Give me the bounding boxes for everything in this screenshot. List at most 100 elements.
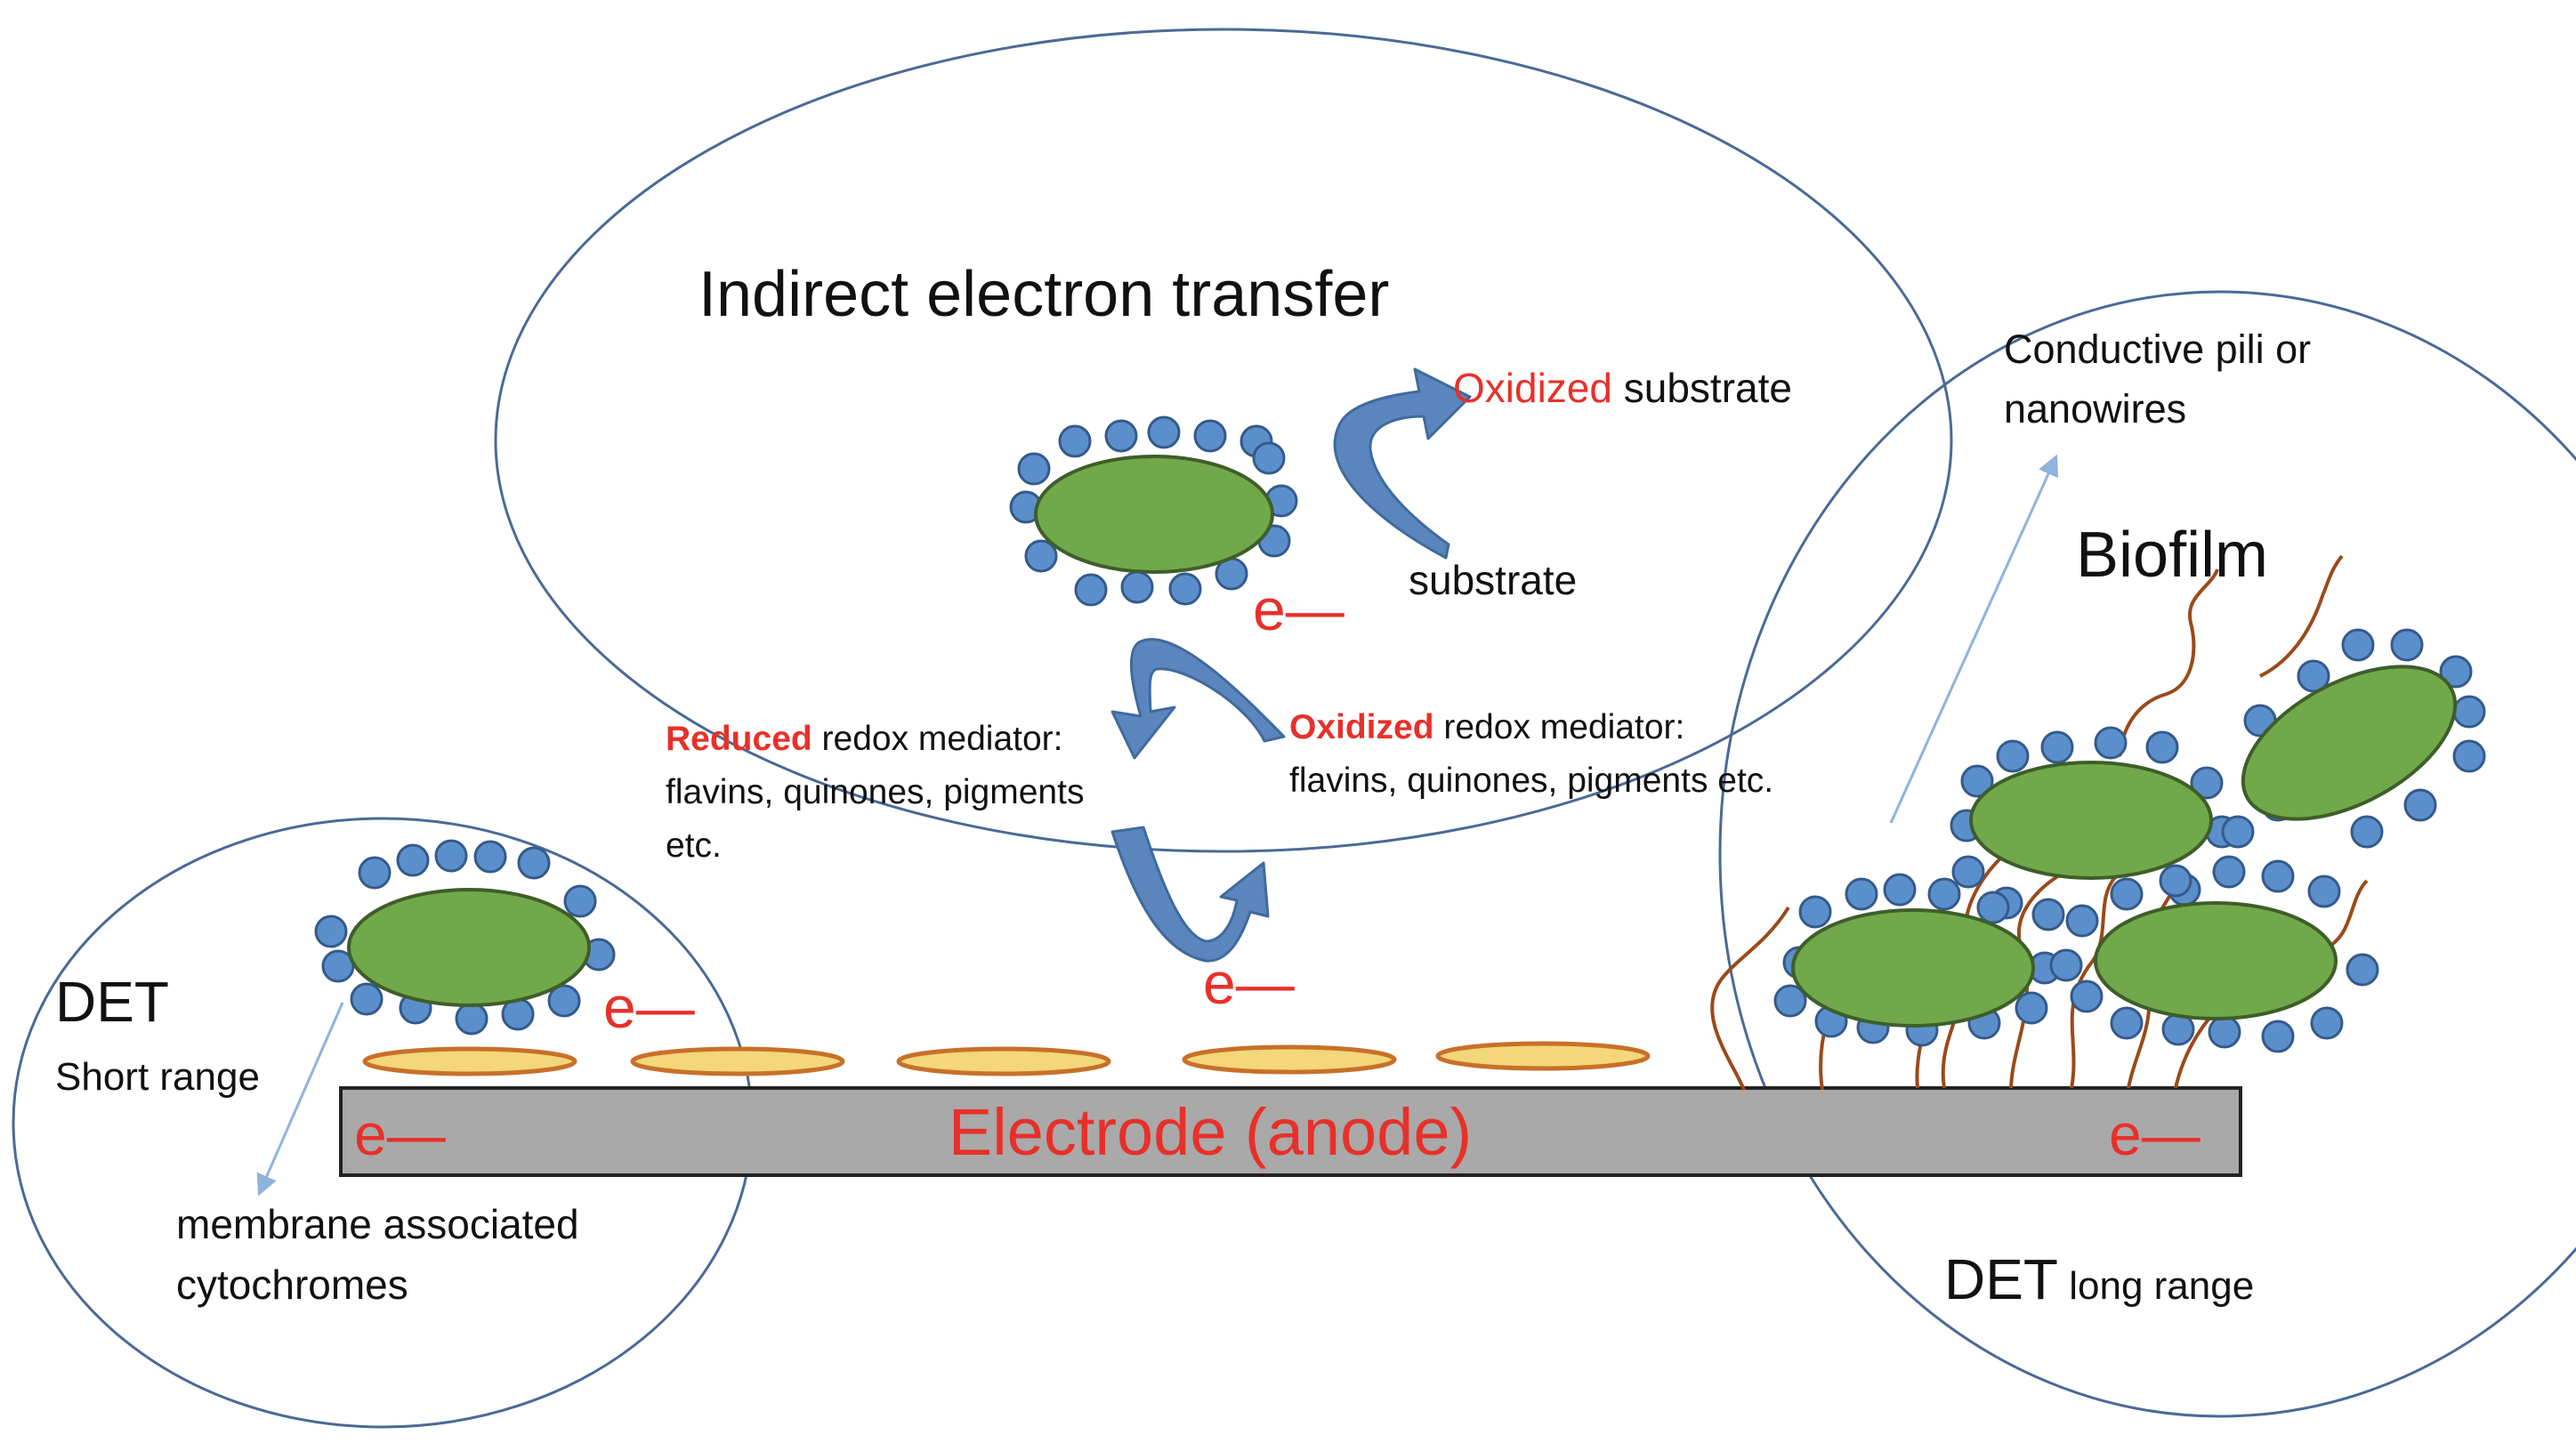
cytochrome-sphere xyxy=(2065,904,2099,938)
pilus xyxy=(2070,875,2118,1089)
membrane-label-line2: cytochromes xyxy=(176,1262,408,1308)
substrate-label: substrate xyxy=(1409,557,1577,603)
reduced-mediator-arrow xyxy=(1110,638,1286,760)
cytochrome-sphere xyxy=(1951,855,1985,889)
bacterium-body xyxy=(1034,455,1274,574)
indirect-transfer-region xyxy=(494,28,1953,853)
cytochrome-sphere xyxy=(1798,895,1832,929)
membrane-label-line1: membrane associated xyxy=(176,1201,579,1247)
cytochrome-sphere xyxy=(2390,628,2424,662)
oxidized-mediator-label: Oxidized redox mediator: xyxy=(1289,708,1684,746)
reduced-mediator-label: Reduced redox mediator: xyxy=(666,720,1063,758)
biofilm-bacterium-upper-right xyxy=(2221,628,2486,849)
cytochrome-sphere xyxy=(2049,948,2083,982)
indirect-transfer-title: Indirect electron transfer xyxy=(699,259,1389,330)
cytochrome-sphere xyxy=(563,884,597,918)
film-patch xyxy=(630,1046,845,1076)
cytochrome-sphere xyxy=(358,856,392,890)
cytochrome-sphere xyxy=(1976,891,2010,924)
electron-label-short-range-cell: e— xyxy=(603,974,695,1040)
cytochrome-sphere xyxy=(1024,539,1058,573)
cytochrome-sphere xyxy=(2212,855,2246,889)
cytochrome-sphere xyxy=(1147,415,1181,449)
oxidized-substrate-label: Oxidized substrate xyxy=(1453,365,1792,411)
oxidized-word: Oxidized xyxy=(1453,365,1612,411)
cytochrome-sphere xyxy=(434,839,468,873)
det-long-range-label: DET long range xyxy=(1944,1247,2254,1311)
biofilm-label: Biofilm xyxy=(2076,520,2268,591)
cytochrome-sphere xyxy=(2297,659,2330,693)
process-arrows xyxy=(1110,367,1472,963)
film-patch xyxy=(362,1046,577,1076)
cytochrome-sphere xyxy=(2040,730,2074,764)
cytochrome-sphere xyxy=(2261,1020,2295,1053)
pilus xyxy=(1710,906,1790,1091)
cytochrome-sphere xyxy=(2310,1006,2344,1040)
cytochrome-sphere xyxy=(1104,419,1138,453)
cytochrome-sphere xyxy=(2350,815,2384,849)
short-range-label: Short range xyxy=(55,1055,260,1099)
reduced-rest: redox mediator: xyxy=(812,720,1063,758)
cytochrome-sphere xyxy=(1252,441,1286,475)
cytochrome-sphere xyxy=(2439,655,2473,689)
cytochrome-sphere xyxy=(1845,877,1878,911)
electrode-label: Electrode (anode) xyxy=(949,1095,1472,1169)
electron-label-mediator-loop: e— xyxy=(1203,950,1295,1016)
long-range-suffix: long range xyxy=(2058,1264,2254,1308)
film-patch xyxy=(896,1046,1111,1076)
biofilm-bacterium-lower-left xyxy=(1773,873,2062,1047)
pilus xyxy=(2259,554,2344,678)
oxidized-mediator-rest: redox mediator: xyxy=(1434,708,1685,746)
cytochrome-sphere xyxy=(2110,877,2144,911)
film-patch xyxy=(1435,1041,1651,1071)
cytochrome-sphere xyxy=(2190,766,2224,800)
cytochrome-sphere xyxy=(2110,1006,2144,1040)
electron-label-indirect-cell: e— xyxy=(1253,576,1345,642)
substrate-oxidation-arrow xyxy=(1333,367,1472,560)
cytochrome-sphere xyxy=(1927,877,1961,911)
bacterium-body xyxy=(2241,665,2458,821)
indirect-transfer-bacterium xyxy=(1009,415,1298,607)
pili-label-line2: nanowires xyxy=(2004,386,2186,431)
cytochrome-sphere xyxy=(350,982,384,1016)
cytochrome-sphere xyxy=(2221,815,2255,849)
oxidized-mediator-line2: flavins, quinones, pigments etc. xyxy=(1289,762,1773,800)
cytochrome-sphere xyxy=(517,846,551,880)
bacterium-body xyxy=(2094,901,2338,1020)
pilus xyxy=(2118,568,2219,757)
film-patch xyxy=(1182,1044,1397,1075)
cytochrome-sphere xyxy=(1120,570,1154,604)
oxidized-mediator-word: Oxidized xyxy=(1289,708,1434,746)
cytochrome-sphere xyxy=(314,915,348,948)
substrate-suffix: substrate xyxy=(1612,365,1792,411)
cytochrome-sphere xyxy=(1996,739,2030,773)
cytochrome-film-patches xyxy=(362,1041,1651,1076)
bacterium-body xyxy=(347,888,591,1007)
reduced-mediator-line2: flavins, quinones, pigments xyxy=(666,773,1084,811)
cytochrome-sphere xyxy=(2452,695,2486,729)
cytochrome-sphere xyxy=(2346,953,2379,987)
cytochrome-sphere xyxy=(1168,572,1202,606)
cytochrome-sphere xyxy=(547,984,581,1018)
electron-label-electrode-left: e— xyxy=(354,1101,446,1167)
biofilm-bacterium-lower-right xyxy=(2049,855,2379,1053)
bacterium-body xyxy=(1791,908,2035,1028)
det-label: DET xyxy=(55,970,169,1034)
pili-pointer-arrow xyxy=(1889,454,2059,824)
cytochrome-sphere xyxy=(2094,726,2128,760)
biofilm-bacterium-upper-left xyxy=(1950,726,2239,931)
cytochrome-sphere xyxy=(2261,859,2295,893)
cytochrome-sphere xyxy=(2015,991,2048,1025)
cytochrome-sphere xyxy=(2031,898,2065,931)
cytochrome-sphere xyxy=(2145,730,2179,764)
cytochrome-sphere xyxy=(2070,979,2104,1013)
cytochrome-sphere xyxy=(2452,739,2486,773)
cytochrome-sphere xyxy=(2208,1015,2241,1049)
cytochrome-sphere xyxy=(473,840,507,874)
cytochrome-sphere xyxy=(2307,875,2341,908)
electrode-bar xyxy=(339,1086,2242,1177)
cytochrome-sphere xyxy=(1074,573,1108,607)
oxidized-mediator-arrow xyxy=(1110,826,1270,963)
cytochrome-sphere xyxy=(455,1002,489,1036)
